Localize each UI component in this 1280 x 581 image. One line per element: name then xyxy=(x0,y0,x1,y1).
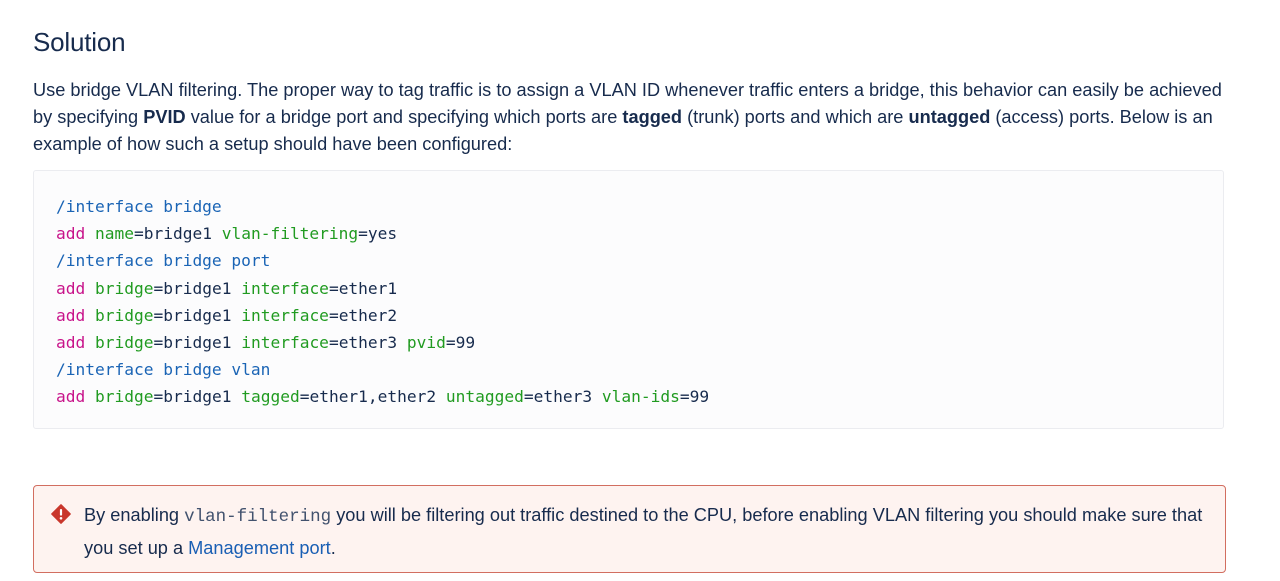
code-operator: = xyxy=(328,278,339,298)
warning-panel: By enabling vlan-filtering you will be f… xyxy=(33,485,1226,573)
bold-pvid: PVID xyxy=(143,107,186,127)
code-line: /interface bridge xyxy=(56,193,1223,220)
inline-code: vlan-filtering xyxy=(184,507,332,527)
code-property: bridge xyxy=(95,305,154,325)
code-operator: = xyxy=(328,305,339,325)
intro-paragraph: Use bridge VLAN filtering. The proper wa… xyxy=(33,77,1233,158)
code-property: untagged xyxy=(445,387,524,407)
code-value: ether3 xyxy=(533,387,593,407)
code-operator: = xyxy=(679,387,690,407)
warning-text-part: . xyxy=(330,538,336,558)
code-operator: = xyxy=(153,278,164,298)
code-property: interface xyxy=(241,278,329,298)
code-property: tagged xyxy=(241,387,300,407)
code-property: interface xyxy=(241,305,329,325)
code-line: /interface bridge vlan xyxy=(56,356,1223,383)
code-operator: = xyxy=(523,387,534,407)
code-value: bridge1 xyxy=(163,305,232,325)
code-line: /interface bridge port xyxy=(56,247,1223,274)
code-operator: = xyxy=(153,305,164,325)
code-command: add xyxy=(56,332,86,352)
code-operator: = xyxy=(328,332,339,352)
code-value: ether1,ether2 xyxy=(309,387,437,407)
code-line: add name=bridge1 vlan-filtering=yes xyxy=(56,220,1223,247)
intro-text: Use bridge VLAN filtering. The proper wa… xyxy=(33,80,1222,127)
code-value: 99 xyxy=(455,332,476,352)
code-value: 99 xyxy=(689,387,710,407)
code-line: add bridge=bridge1 interface=ether3 pvid… xyxy=(56,329,1223,356)
code-line: add bridge=bridge1 interface=ether1 xyxy=(56,275,1223,302)
code-property: bridge xyxy=(95,387,154,407)
intro-text: (access) ports. Below is an example of h… xyxy=(33,107,1213,154)
code-value: ether2 xyxy=(338,305,398,325)
code-operator: = xyxy=(445,332,456,352)
code-operator: = xyxy=(358,224,368,244)
warning-text-part: By enabling xyxy=(84,505,185,525)
code-operator: = xyxy=(133,224,144,244)
code-command: add xyxy=(56,224,86,244)
warning-text: By enabling vlan-filtering you will be f… xyxy=(84,500,1204,564)
code-line: add bridge=bridge1 interface=ether2 xyxy=(56,302,1223,329)
management-port-link[interactable]: Management port xyxy=(188,538,331,558)
code-value: bridge1 xyxy=(163,278,232,298)
code-value: bridge1 xyxy=(143,224,212,244)
code-value: ether3 xyxy=(338,332,398,352)
code-command: add xyxy=(56,387,86,407)
code-path: /interface bridge port xyxy=(56,251,271,271)
code-property: bridge xyxy=(95,278,154,298)
code-property: name xyxy=(95,224,134,244)
code-operator: = xyxy=(153,332,164,352)
bold-untagged: untagged xyxy=(908,107,991,127)
code-property: bridge xyxy=(95,332,154,352)
section-heading: Solution xyxy=(33,27,126,57)
code-value: bridge1 xyxy=(163,387,232,407)
intro-text: (trunk) ports and which are xyxy=(682,107,909,127)
code-value: bridge1 xyxy=(163,332,232,352)
code-operator: = xyxy=(299,387,310,407)
bold-tagged: tagged xyxy=(622,107,683,127)
code-operator: = xyxy=(153,387,164,407)
error-icon xyxy=(51,504,71,524)
warning-text-part: you will be filtering out traffic destin… xyxy=(84,505,1203,558)
code-property: vlan-ids xyxy=(601,387,680,407)
code-property: pvid xyxy=(406,332,446,352)
code-command: add xyxy=(56,305,86,325)
code-path: /interface bridge xyxy=(56,197,222,216)
code-command: add xyxy=(56,278,86,298)
code-path: /interface bridge vlan xyxy=(56,360,271,380)
code-property: vlan-filtering xyxy=(221,224,359,244)
intro-text: value for a bridge port and specifying w… xyxy=(185,107,623,127)
code-value: ether1 xyxy=(338,278,398,298)
code-property: interface xyxy=(241,332,329,352)
code-value: yes xyxy=(367,224,398,244)
code-line: add bridge=bridge1 tagged=ether1,ether2 … xyxy=(56,383,1223,410)
